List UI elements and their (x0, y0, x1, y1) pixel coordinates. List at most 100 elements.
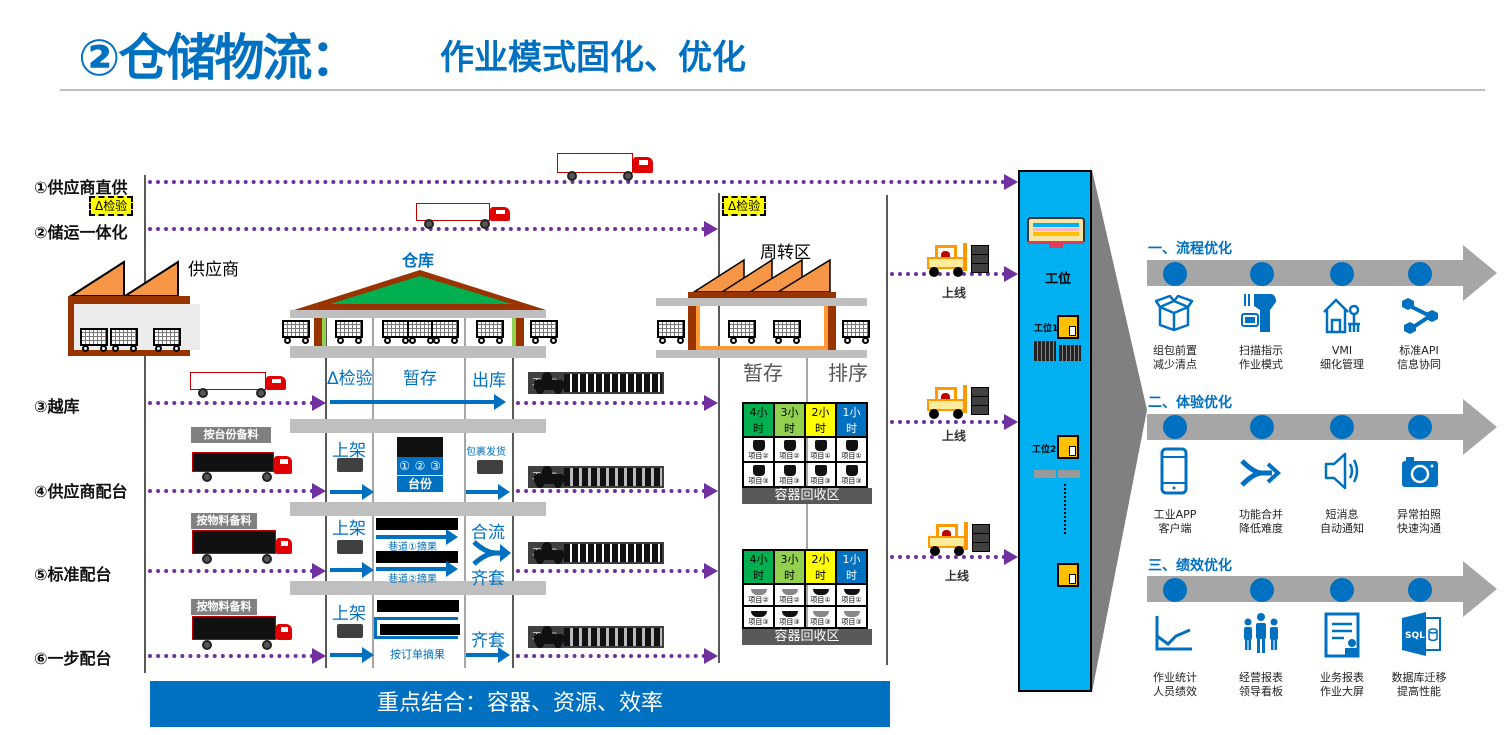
section-title: 二、体验优化 (1148, 395, 1232, 411)
shelf-rack-icon (376, 518, 458, 530)
inspection-tag-turnover: Δ检验 (722, 196, 767, 216)
flow-arrowhead (312, 563, 326, 579)
container-cart-icon (476, 320, 506, 344)
lane2-pick: 巷道②摘果 (388, 574, 437, 585)
matrix-header: 3小时 (773, 402, 806, 438)
project-label: 项目③ (748, 618, 769, 626)
box-icon (1154, 295, 1194, 331)
prep-tag-by-set: 按台份备料 (191, 427, 271, 443)
step-shelve: 上架 (332, 441, 366, 461)
flow-arrow (330, 562, 374, 578)
warehouse-building-icon (290, 270, 546, 358)
flow-arrowhead (1004, 174, 1018, 190)
container-icon (783, 440, 796, 451)
matrix-header: 2小时 (804, 549, 837, 585)
page-title: ②仓储物流： (78, 29, 360, 87)
optimization-item-label: 短消息 自动通知 (1320, 508, 1364, 535)
optimization-arrowhead (1463, 561, 1497, 617)
process-train-2: 工序② (528, 466, 665, 488)
optimization-item-label: VMI 细化管理 (1320, 344, 1364, 371)
matrix-header: 3小时 (773, 549, 806, 585)
section-title: 三、绩效优化 (1148, 558, 1232, 574)
online-label: 上线 (942, 429, 967, 443)
time-matrix-1: 4小时 3小时 2小时 1小时 项目② 项目② 项目① 项目① 项目③ 项目③ … (742, 402, 872, 504)
row-separator (290, 419, 546, 433)
milestone-dot (1250, 578, 1274, 602)
svg-text:SQL: SQL (1405, 631, 1425, 641)
glass-container-icon (843, 611, 860, 617)
time-matrix-2: 4小时 3小时 2小时 1小时 项目② 项目② 项目① 项目① 项目③ 项目③ … (742, 549, 872, 645)
boundary-warehouse-in (325, 305, 327, 668)
optimization-item-label: 业务报表 作业大屏 (1320, 671, 1364, 698)
flow-arrowhead (1004, 266, 1018, 282)
project-label: 项目③ (841, 477, 862, 485)
optimization-arrowhead (1463, 245, 1497, 301)
container-cart-icon (842, 320, 872, 344)
optimization-item-label: 数据库迁移 提高性能 (1391, 671, 1447, 698)
shelf-rack-icon (376, 551, 458, 563)
matrix-cell: 项目③ (804, 461, 837, 488)
step-shelve: 上架 (332, 519, 366, 539)
tugger-icon (528, 626, 566, 648)
station-marker-icon (1057, 315, 1079, 339)
flow-arrow (330, 484, 374, 500)
glass-container-icon (781, 589, 798, 595)
online-label: 上线 (945, 569, 970, 583)
flow-arrowhead (1004, 414, 1018, 430)
container-cart-icon (153, 328, 183, 352)
container-cart-icon (728, 320, 758, 344)
truck-icon (192, 530, 292, 566)
container-cart-icon (335, 320, 365, 344)
container-cart-icon (282, 320, 312, 344)
flow-line-cross-dock-in (148, 401, 314, 405)
project-label: 项目③ (748, 477, 769, 485)
set-number: ③ (429, 459, 441, 473)
milestone-dot (1250, 415, 1274, 439)
container-cart-icon (110, 328, 140, 352)
optimization-section-process: 一、流程优化 (1148, 238, 1232, 258)
flow-arrow (466, 647, 510, 663)
container-train (562, 542, 665, 564)
matrix-cell: 项目③ (773, 605, 806, 629)
recycle-zone-label: 容器回收区 (742, 629, 872, 645)
project-label: 项目③ (810, 477, 831, 485)
container-cart-icon (773, 320, 803, 344)
matrix-header: 2小时 (804, 402, 837, 438)
ellipsis-dots (1064, 484, 1066, 534)
container-icon (783, 465, 796, 476)
flow-line-cross-dock-out (516, 401, 706, 405)
optimization-item-label: 扫描指示 作业模式 (1239, 344, 1283, 371)
forklift-small-icon (337, 540, 363, 554)
container-icon (752, 465, 765, 476)
project-label: 项目② (779, 452, 800, 460)
flow-arrowhead (704, 395, 718, 411)
set-number: ② (414, 459, 426, 473)
flow-arrowhead (1004, 549, 1018, 565)
matrix-cell: 项目③ (835, 605, 868, 629)
step-store: 暂存 (403, 369, 437, 389)
flow-line-standard-kitting-in (148, 569, 314, 573)
line-chart-icon (1155, 616, 1192, 651)
matrix-header: 1小时 (835, 402, 868, 438)
matrix-cell: 项目② (773, 583, 806, 607)
process-train-1: 工序① (528, 372, 665, 394)
prep-tag-by-material: 按物料备料 (191, 599, 257, 615)
zone-label-supplier: 供应商 (188, 260, 239, 280)
boundary-warehouse-out (512, 305, 514, 668)
container-cart-icon (80, 328, 110, 352)
flow-arrow (466, 484, 510, 500)
optimization-item-label: 工业APP 客户端 (1153, 508, 1197, 535)
focus-banner: 重点结合：容器、资源、效率 (150, 681, 890, 727)
glass-container-icon (843, 589, 860, 595)
matrix-cell: 项目② (742, 583, 775, 607)
zone-label-turnover: 周转区 (760, 243, 811, 263)
step-outbound: 出库 (472, 371, 506, 391)
milestone-dot (1163, 262, 1187, 286)
process-train-4: 工序④ (528, 626, 665, 648)
workstation-1-label: 工位1 (1034, 324, 1059, 334)
zone-label-warehouse: 仓库 (402, 251, 435, 270)
container-train (562, 466, 665, 488)
container-icon (845, 440, 858, 451)
truck-icon (557, 153, 655, 181)
order-pick-label: 按订单摘果 (390, 648, 445, 661)
